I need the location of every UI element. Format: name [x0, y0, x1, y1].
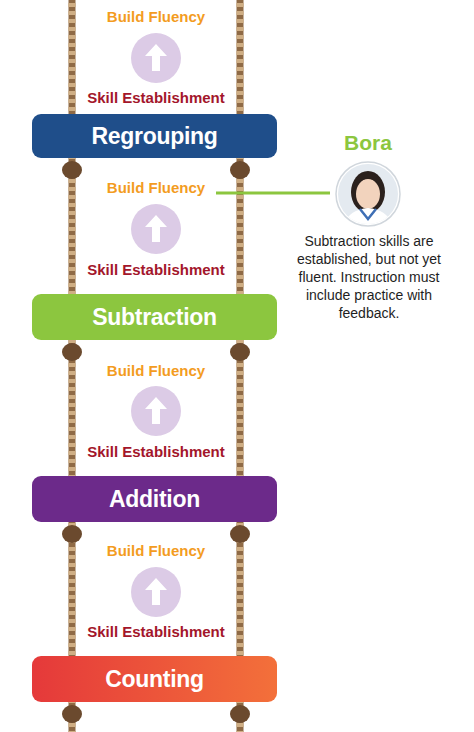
knot: [62, 161, 82, 179]
up-arrow-circle: [131, 386, 181, 436]
fluency-label: Build Fluency: [56, 179, 256, 196]
fluency-label: Build Fluency: [56, 362, 256, 379]
ladder-rung: Regrouping: [32, 114, 277, 158]
fluency-label: Build Fluency: [56, 542, 256, 559]
rope-right: [237, 0, 244, 732]
ladder-rung: Addition: [32, 476, 277, 522]
fluency-label: Build Fluency: [56, 8, 256, 25]
up-arrow-circle: [131, 33, 181, 83]
rung-title: Regrouping: [91, 123, 217, 150]
knot: [62, 343, 82, 361]
rope-left: [69, 0, 76, 732]
student-note: Subtraction skills are established, but …: [281, 232, 457, 322]
up-arrow-circle: [131, 204, 181, 254]
rung-title: Subtraction: [92, 304, 216, 331]
knot: [62, 705, 82, 723]
rung-title: Counting: [105, 666, 204, 693]
ladder-rung: Subtraction: [32, 294, 277, 340]
knot: [230, 525, 250, 543]
knot: [230, 343, 250, 361]
knot: [230, 705, 250, 723]
student-name: Bora: [318, 131, 418, 155]
skill-label: Skill Establishment: [56, 89, 256, 106]
up-arrow-circle: [131, 567, 181, 617]
ladder-rung: Counting: [32, 656, 277, 702]
leader-line: [216, 192, 330, 195]
rope-left-twist: [69, 0, 76, 732]
rope-right-twist: [237, 0, 244, 732]
rung-title: Addition: [109, 486, 200, 513]
skill-label: Skill Establishment: [56, 623, 256, 640]
student-photo: [336, 162, 400, 230]
knot: [62, 525, 82, 543]
skill-label: Skill Establishment: [56, 261, 256, 278]
knot: [230, 161, 250, 179]
skill-label: Skill Establishment: [56, 443, 256, 460]
